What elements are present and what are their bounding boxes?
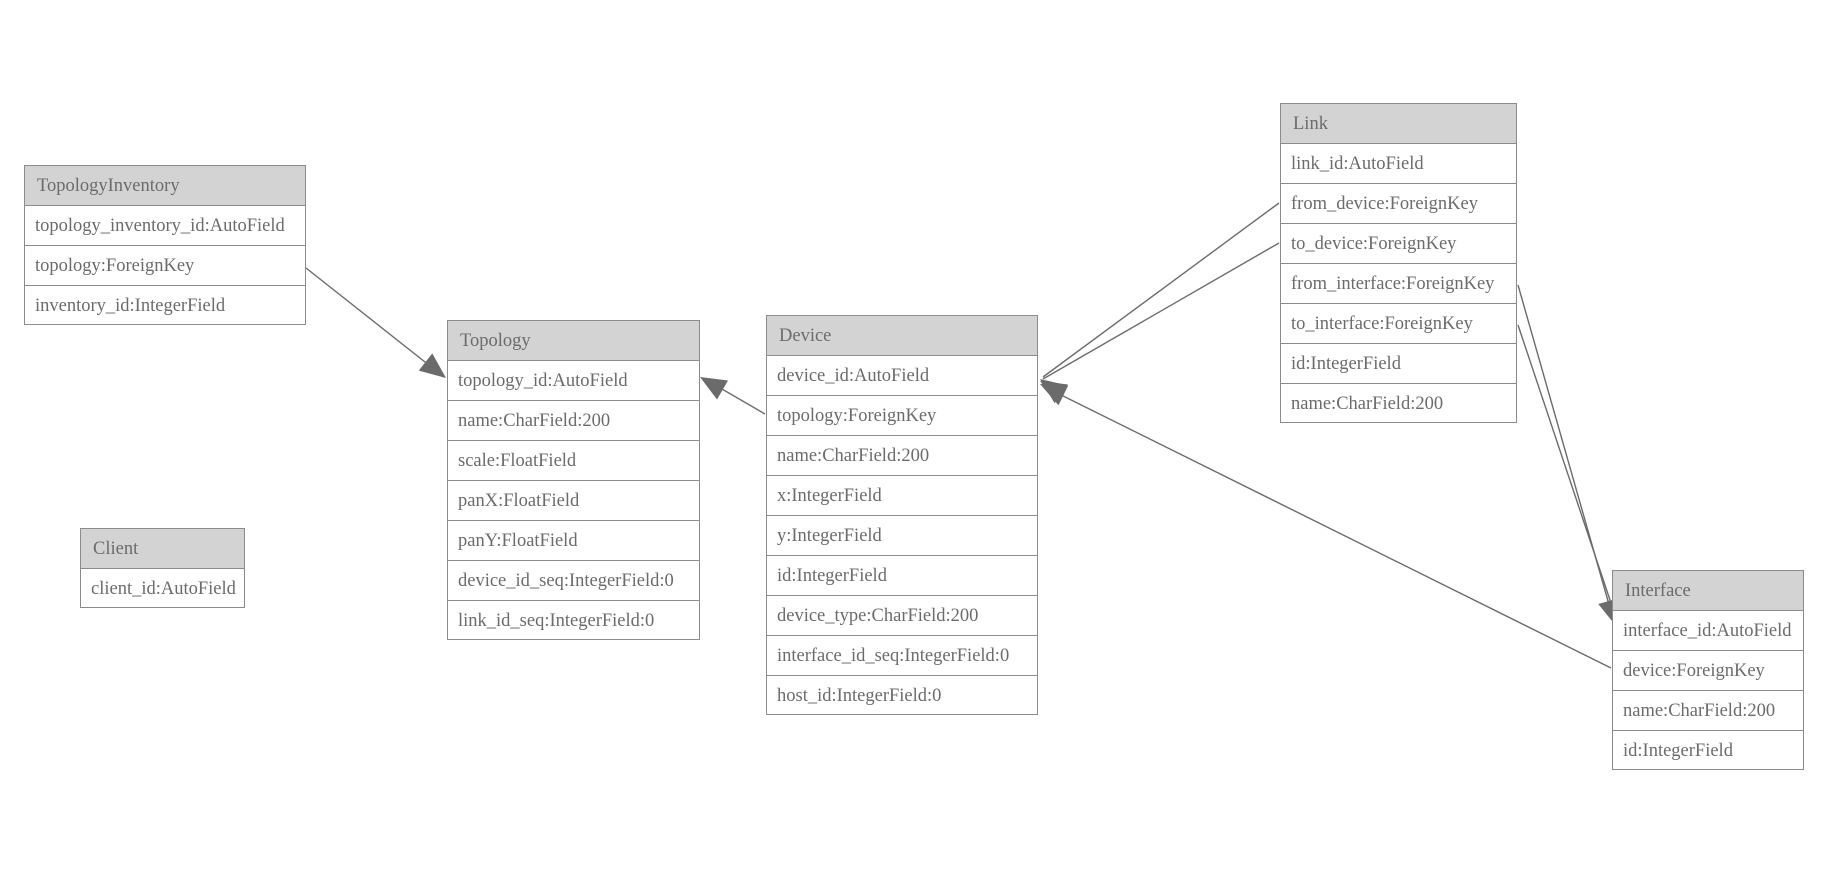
class-attribute: device_type:CharField:200 bbox=[767, 596, 1037, 636]
class-name-device: Device bbox=[767, 316, 1037, 356]
class-box-client[interactable]: Client client_id:AutoField bbox=[80, 528, 245, 608]
class-attribute: inventory_id:IntegerField bbox=[35, 296, 226, 316]
class-attribute: topology_inventory_id:AutoField bbox=[25, 206, 305, 246]
class-attribute: name:CharField:200 bbox=[448, 401, 699, 441]
class-attribute: device:ForeignKey bbox=[1613, 651, 1803, 691]
class-attribute: device_id:AutoField bbox=[767, 356, 1037, 396]
class-attribute: panY:FloatField bbox=[448, 521, 699, 561]
class-attribute: topology_id:AutoField bbox=[448, 361, 699, 401]
class-name-link: Link bbox=[1281, 104, 1516, 144]
class-attribute: to_interface:ForeignKey bbox=[1281, 304, 1516, 344]
class-attribute: name:CharField:200 bbox=[767, 436, 1037, 476]
class-attribute: id:IntegerField bbox=[767, 556, 1037, 596]
class-attribute: to_device:ForeignKey bbox=[1281, 224, 1516, 264]
class-attribute: from_interface:ForeignKey bbox=[1281, 264, 1516, 304]
class-attribute: name:CharField:200 bbox=[1613, 691, 1803, 731]
class-attribute: id:IntegerField bbox=[1281, 344, 1516, 384]
class-attribute: device_id_seq:IntegerField:0 bbox=[448, 561, 699, 601]
class-attribute: panX:FloatField bbox=[448, 481, 699, 521]
class-attribute: client_id:AutoField bbox=[91, 579, 236, 599]
class-name-interface: Interface bbox=[1613, 571, 1803, 611]
class-attribute: link_id:AutoField bbox=[1281, 144, 1516, 184]
class-attribute: from_device:ForeignKey bbox=[1281, 184, 1516, 224]
class-attribute: link_id_seq:IntegerField:0 bbox=[458, 611, 655, 631]
class-attribute: y:IntegerField bbox=[767, 516, 1037, 556]
class-attribute: interface_id:AutoField bbox=[1613, 611, 1803, 651]
class-attribute: topology:ForeignKey bbox=[767, 396, 1037, 436]
class-attribute: host_id:IntegerField:0 bbox=[777, 686, 942, 706]
class-attribute: interface_id_seq:IntegerField:0 bbox=[767, 636, 1037, 676]
class-attribute: topology:ForeignKey bbox=[25, 246, 305, 286]
class-name-client: Client bbox=[81, 529, 244, 569]
class-name-topology: Topology bbox=[448, 321, 699, 361]
class-attribute: id:IntegerField bbox=[1623, 741, 1733, 761]
class-attribute: name:CharField:200 bbox=[1291, 394, 1444, 414]
class-name-topology_inventory: TopologyInventory bbox=[25, 166, 305, 206]
class-attribute: x:IntegerField bbox=[767, 476, 1037, 516]
class-attribute: scale:FloatField bbox=[448, 441, 699, 481]
